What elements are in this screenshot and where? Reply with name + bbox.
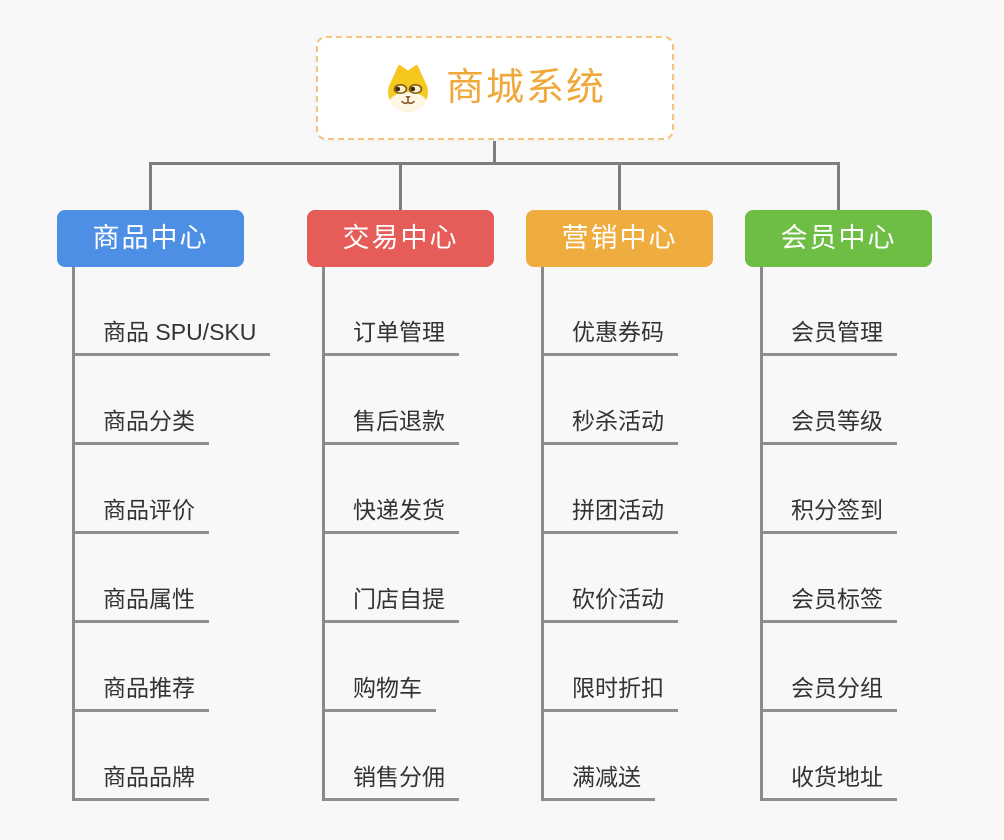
connector-drop — [399, 162, 402, 210]
branch-topic-product-center[interactable]: 商品中心 — [57, 210, 244, 267]
subtopic-label: 会员等级 — [791, 407, 883, 434]
subtopic[interactable]: 积分签到 — [763, 445, 897, 534]
subtopic[interactable]: 满减送 — [544, 712, 655, 801]
subtopic[interactable]: 门店自提 — [325, 534, 459, 623]
subtopic-label: 拼团活动 — [572, 496, 664, 523]
subtopic[interactable]: 快递发货 — [325, 445, 459, 534]
subtopic[interactable]: 商品属性 — [75, 534, 209, 623]
subtopic[interactable]: 会员分组 — [763, 623, 897, 712]
branch-label: 商品中心 — [92, 223, 209, 253]
branch-marketing-center: 营销中心 优惠券码秒杀活动拼团活动砍价活动限时折扣满减送 — [526, 162, 726, 801]
subtopic-label: 积分签到 — [791, 496, 883, 523]
subtopic-label: 销售分佣 — [353, 763, 445, 790]
subtopic-label: 优惠券码 — [572, 318, 664, 345]
subtopic-label: 限时折扣 — [572, 674, 664, 701]
branch-product-center: 商品中心 商品 SPU/SKU 商品分类商品评价商品属性商品推荐商品品牌 — [57, 162, 271, 801]
subtopic-label: 订单管理 — [353, 318, 445, 345]
branch-member-center: 会员中心 会员管理会员等级积分签到会员标签会员分组收货地址 — [745, 162, 945, 801]
subtopic-label: 会员分组 — [791, 674, 883, 701]
subtopic-label: 商品推荐 — [103, 674, 195, 701]
subtopic-label: 商品品牌 — [103, 763, 195, 790]
branch-topic-member-center[interactable]: 会员中心 — [745, 210, 932, 267]
subtopic[interactable]: 售后退款 — [325, 356, 459, 445]
connector-horizontal — [149, 162, 840, 165]
subtopic-label: 商品 SPU/SKU — [103, 318, 257, 345]
root-topic[interactable]: 商城系统 — [316, 36, 674, 140]
subtopic[interactable]: 商品推荐 — [75, 623, 209, 712]
subtopic[interactable]: 拼团活动 — [544, 445, 678, 534]
subtopic[interactable]: 秒杀活动 — [544, 356, 678, 445]
branch-trade-center: 交易中心 订单管理售后退款快递发货门店自提购物车销售分佣 — [307, 162, 507, 801]
subtopic[interactable]: 限时折扣 — [544, 623, 678, 712]
subtopic[interactable]: 砍价活动 — [544, 534, 678, 623]
root-title: 商城系统 — [445, 67, 606, 109]
subtopic[interactable]: 商品品牌 — [75, 712, 209, 801]
subtopic-label: 售后退款 — [353, 407, 445, 434]
branch-topic-marketing-center[interactable]: 营销中心 — [526, 210, 713, 267]
subtopic-list: 优惠券码秒杀活动拼团活动砍价活动限时折扣满减送 — [541, 267, 726, 801]
subtopic-label: 购物车 — [353, 674, 422, 701]
subtopic[interactable]: 会员等级 — [763, 356, 897, 445]
subtopic[interactable]: 会员标签 — [763, 534, 897, 623]
subtopic-label: 秒杀活动 — [572, 407, 664, 434]
subtopic-list: 会员管理会员等级积分签到会员标签会员分组收货地址 — [760, 267, 945, 801]
subtopic-label: 会员标签 — [791, 585, 883, 612]
branch-label: 会员中心 — [780, 223, 897, 253]
subtopic[interactable]: 销售分佣 — [325, 712, 459, 801]
subtopic-label: 商品属性 — [103, 585, 195, 612]
subtopic-list: 订单管理售后退款快递发货门店自提购物车销售分佣 — [322, 267, 507, 801]
connector-drop — [618, 162, 621, 210]
branch-label: 交易中心 — [342, 223, 459, 253]
subtopic-label: 商品评价 — [103, 496, 195, 523]
subtopic[interactable]: 商品 SPU/SKU — [75, 267, 271, 356]
connector-drop — [149, 162, 152, 210]
subtopic-label: 门店自提 — [353, 585, 445, 612]
subtopic-label: 会员管理 — [791, 318, 883, 345]
subtopic[interactable]: 收货地址 — [763, 712, 897, 801]
subtopic[interactable]: 优惠券码 — [544, 267, 678, 356]
dog-face-icon — [384, 63, 432, 113]
subtopic-list: 商品 SPU/SKU 商品分类商品评价商品属性商品推荐商品品牌 — [72, 267, 271, 801]
branch-label: 营销中心 — [561, 223, 678, 253]
subtopic-label: 满减送 — [572, 763, 641, 790]
subtopic-label: 砍价活动 — [572, 585, 664, 612]
subtopic-label: 快递发货 — [353, 496, 445, 523]
subtopic-label: 收货地址 — [791, 763, 883, 790]
subtopic[interactable]: 购物车 — [325, 623, 436, 712]
connector-root-stub — [493, 141, 496, 165]
branch-topic-trade-center[interactable]: 交易中心 — [307, 210, 494, 267]
subtopic[interactable]: 商品分类 — [75, 356, 209, 445]
connector-drop — [837, 162, 840, 210]
subtopic[interactable]: 会员管理 — [763, 267, 897, 356]
subtopic-label: 商品分类 — [103, 407, 195, 434]
subtopic[interactable]: 订单管理 — [325, 267, 459, 356]
subtopic[interactable]: 商品评价 — [75, 445, 209, 534]
